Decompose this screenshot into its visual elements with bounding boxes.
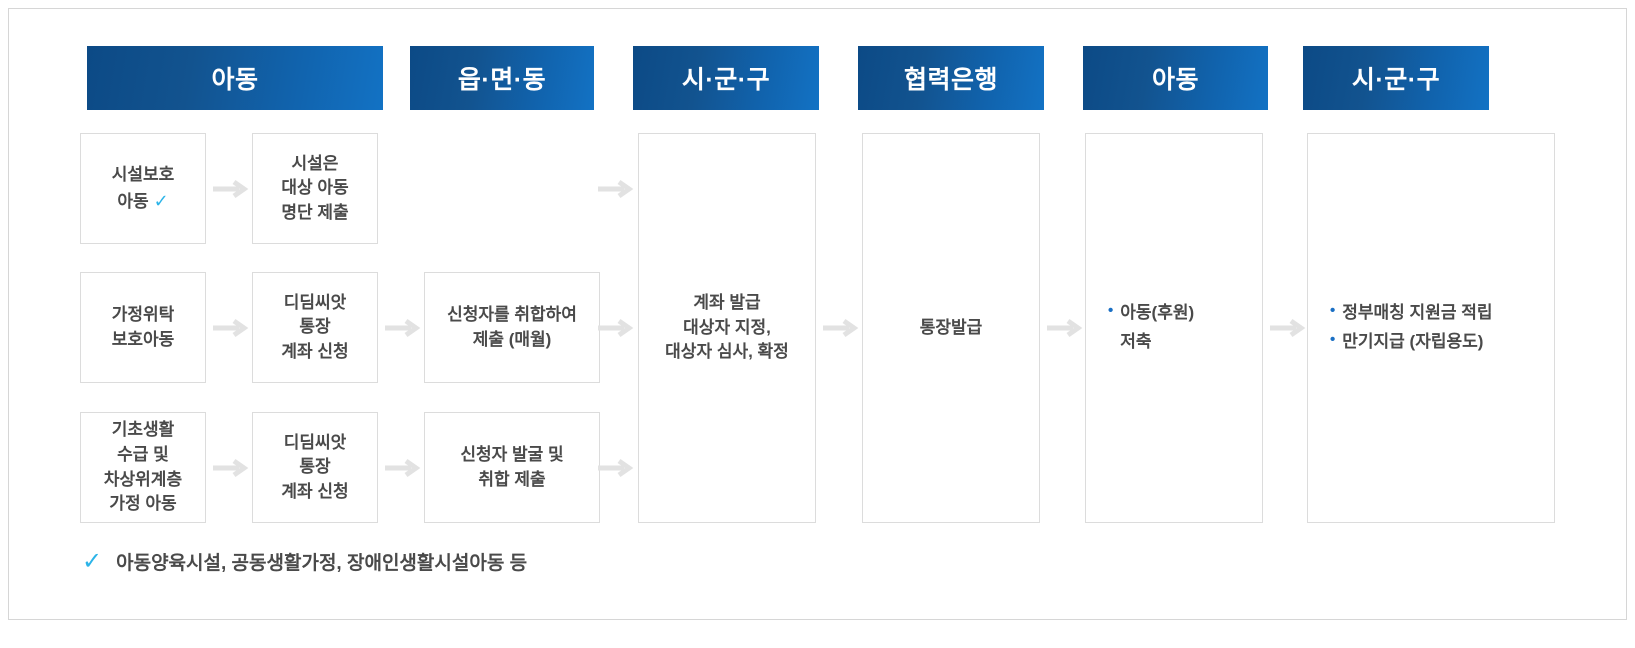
column-header-partner-bank: 협력은행 — [858, 46, 1044, 110]
box-text-line: 기초생활 — [111, 420, 175, 440]
box-text-line: 디딤씨앗 — [283, 292, 347, 312]
arrow-icon — [383, 317, 421, 339]
box-text-line: 통장 — [299, 317, 331, 337]
arrow-icon — [596, 317, 634, 339]
column-header-eup-myeon-dong: 읍·면·동 — [410, 46, 594, 110]
box-text-line-with-check: 아동✓ — [87, 188, 199, 215]
bullet-text: 정부매칭 지원금 적립 — [1342, 303, 1493, 323]
box-text: 시설은 대상 아동 명단 제출 — [253, 152, 377, 226]
box-text-line: 수급 및 — [117, 444, 169, 464]
box-didimseed-account-request-2: 디딤씨앗 통장 계좌 신청 — [252, 412, 378, 523]
box-text-line: 시설은 — [291, 153, 339, 173]
box-text: 가정위탁 보호아동 — [81, 303, 205, 352]
column-header-label: 시·군·구 — [681, 66, 771, 94]
arrow-icon — [596, 178, 634, 200]
box-text-line: 디딤씨앗 — [283, 432, 347, 452]
box-text-line: 취합 제출 — [478, 469, 546, 489]
arrow-icon — [211, 178, 249, 200]
box-text: • 정부매칭 지원금 적립 • 만기지급 (자립용도) — [1308, 299, 1554, 357]
bullet-dot-icon: • — [1330, 331, 1336, 348]
arrow-icon — [1268, 317, 1306, 339]
box-text: • 아동(후원) 저축 — [1086, 299, 1262, 357]
bullet-list-item: • 아동(후원) 저축 — [1108, 299, 1256, 357]
box-government-match-and-payout: • 정부매칭 지원금 적립 • 만기지급 (자립용도) — [1307, 133, 1555, 523]
box-text-line: 시설보호 — [111, 164, 175, 184]
column-header-label: 아동 — [211, 66, 259, 94]
arrow-icon — [1045, 317, 1083, 339]
arrow-icon — [596, 457, 634, 479]
arrow-icon — [211, 457, 249, 479]
box-text-line: 차상위계층 — [103, 469, 183, 489]
box-text: 기초생활 수급 및 차상위계층 가정 아동 — [81, 418, 205, 517]
box-text-line: 대상자 지정, — [683, 317, 771, 337]
box-text: 신청자 발굴 및 취합 제출 — [425, 443, 599, 492]
box-text-line: 제출 (매월) — [472, 329, 552, 349]
box-text-line: 대상자 심사, 확정 — [665, 342, 789, 362]
box-text-line: 통장 — [299, 457, 331, 477]
check-icon: ✓ — [153, 190, 169, 211]
box-facility-protected-child: 시설보호 아동✓ — [80, 133, 206, 244]
box-text-line: 가정위탁 — [111, 304, 175, 324]
column-header-child-1: 아동 — [87, 46, 383, 110]
box-text-line: 가정 아동 — [109, 494, 177, 514]
bullet-dot-icon: • — [1330, 302, 1336, 320]
box-text-line: 계좌 신청 — [281, 341, 349, 361]
arrow-icon — [821, 317, 859, 339]
box-text: 시설보호 아동✓ — [81, 163, 205, 214]
box-text: 디딤씨앗 통장 계좌 신청 — [253, 291, 377, 365]
column-header-si-gun-gu-1: 시·군·구 — [633, 46, 819, 110]
box-bank-issues-passbook: 통장발급 — [862, 133, 1040, 523]
box-text-line: 보호아동 — [111, 329, 175, 349]
box-discover-and-collect-applicants: 신청자 발굴 및 취합 제출 — [424, 412, 600, 523]
box-didimseed-account-request-1: 디딤씨앗 통장 계좌 신청 — [252, 272, 378, 383]
box-text-line: 통장발급 — [919, 317, 983, 337]
box-text-line: 신청자를 취합하여 — [447, 304, 577, 324]
box-collect-applicants-monthly: 신청자를 취합하여 제출 (매월) — [424, 272, 600, 383]
box-text-line: 신청자 발굴 및 — [460, 444, 564, 464]
arrow-icon — [383, 457, 421, 479]
box-facility-submits-list: 시설은 대상 아동 명단 제출 — [252, 133, 378, 244]
box-si-gun-gu-account-issue: 계좌 발급 대상자 지정, 대상자 심사, 확정 — [638, 133, 816, 523]
check-icon: ✓ — [82, 547, 103, 575]
column-header-label: 읍·면·동 — [457, 66, 547, 94]
box-text-line: 계좌 발급 — [693, 293, 761, 313]
footnote-text: 아동양육시설, 공동생활가정, 장애인생활시설아동 등 — [116, 553, 528, 574]
box-child-savings: • 아동(후원) 저축 — [1085, 133, 1263, 523]
bullet-dot-icon: • — [1108, 302, 1114, 320]
column-header-label: 시·군·구 — [1351, 66, 1441, 94]
bullet-list-item: • 정부매칭 지원금 적립 — [1330, 299, 1548, 328]
box-basic-livelihood-child: 기초생활 수급 및 차상위계층 가정 아동 — [80, 412, 206, 523]
arrow-icon — [211, 317, 249, 339]
box-text-line: 아동 — [117, 191, 149, 211]
box-text: 계좌 발급 대상자 지정, 대상자 심사, 확정 — [639, 291, 815, 365]
footnote: ✓ 아동양육시설, 공동생활가정, 장애인생활시설아동 등 — [82, 548, 527, 575]
box-foster-care-child: 가정위탁 보호아동 — [80, 272, 206, 383]
column-header-label: 협력은행 — [903, 66, 998, 94]
box-text: 통장발급 — [863, 316, 1039, 341]
column-header-label: 아동 — [1151, 66, 1199, 94]
column-header-si-gun-gu-2: 시·군·구 — [1303, 46, 1489, 110]
bullet-subtext: 저축 — [1120, 332, 1152, 351]
bullet-text: 아동(후원) — [1120, 303, 1195, 323]
box-text-line: 대상 아동 — [281, 178, 349, 198]
box-text-line: 계좌 신청 — [281, 481, 349, 501]
bullet-text: 만기지급 (자립용도) — [1342, 332, 1484, 351]
box-text: 디딤씨앗 통장 계좌 신청 — [253, 431, 377, 505]
box-text-line: 명단 제출 — [281, 202, 349, 222]
column-header-child-2: 아동 — [1083, 46, 1268, 110]
bullet-list-item: • 만기지급 (자립용도) — [1330, 328, 1548, 357]
bullet-text-group: 아동(후원) 저축 — [1120, 299, 1194, 357]
box-text: 신청자를 취합하여 제출 (매월) — [425, 303, 599, 352]
